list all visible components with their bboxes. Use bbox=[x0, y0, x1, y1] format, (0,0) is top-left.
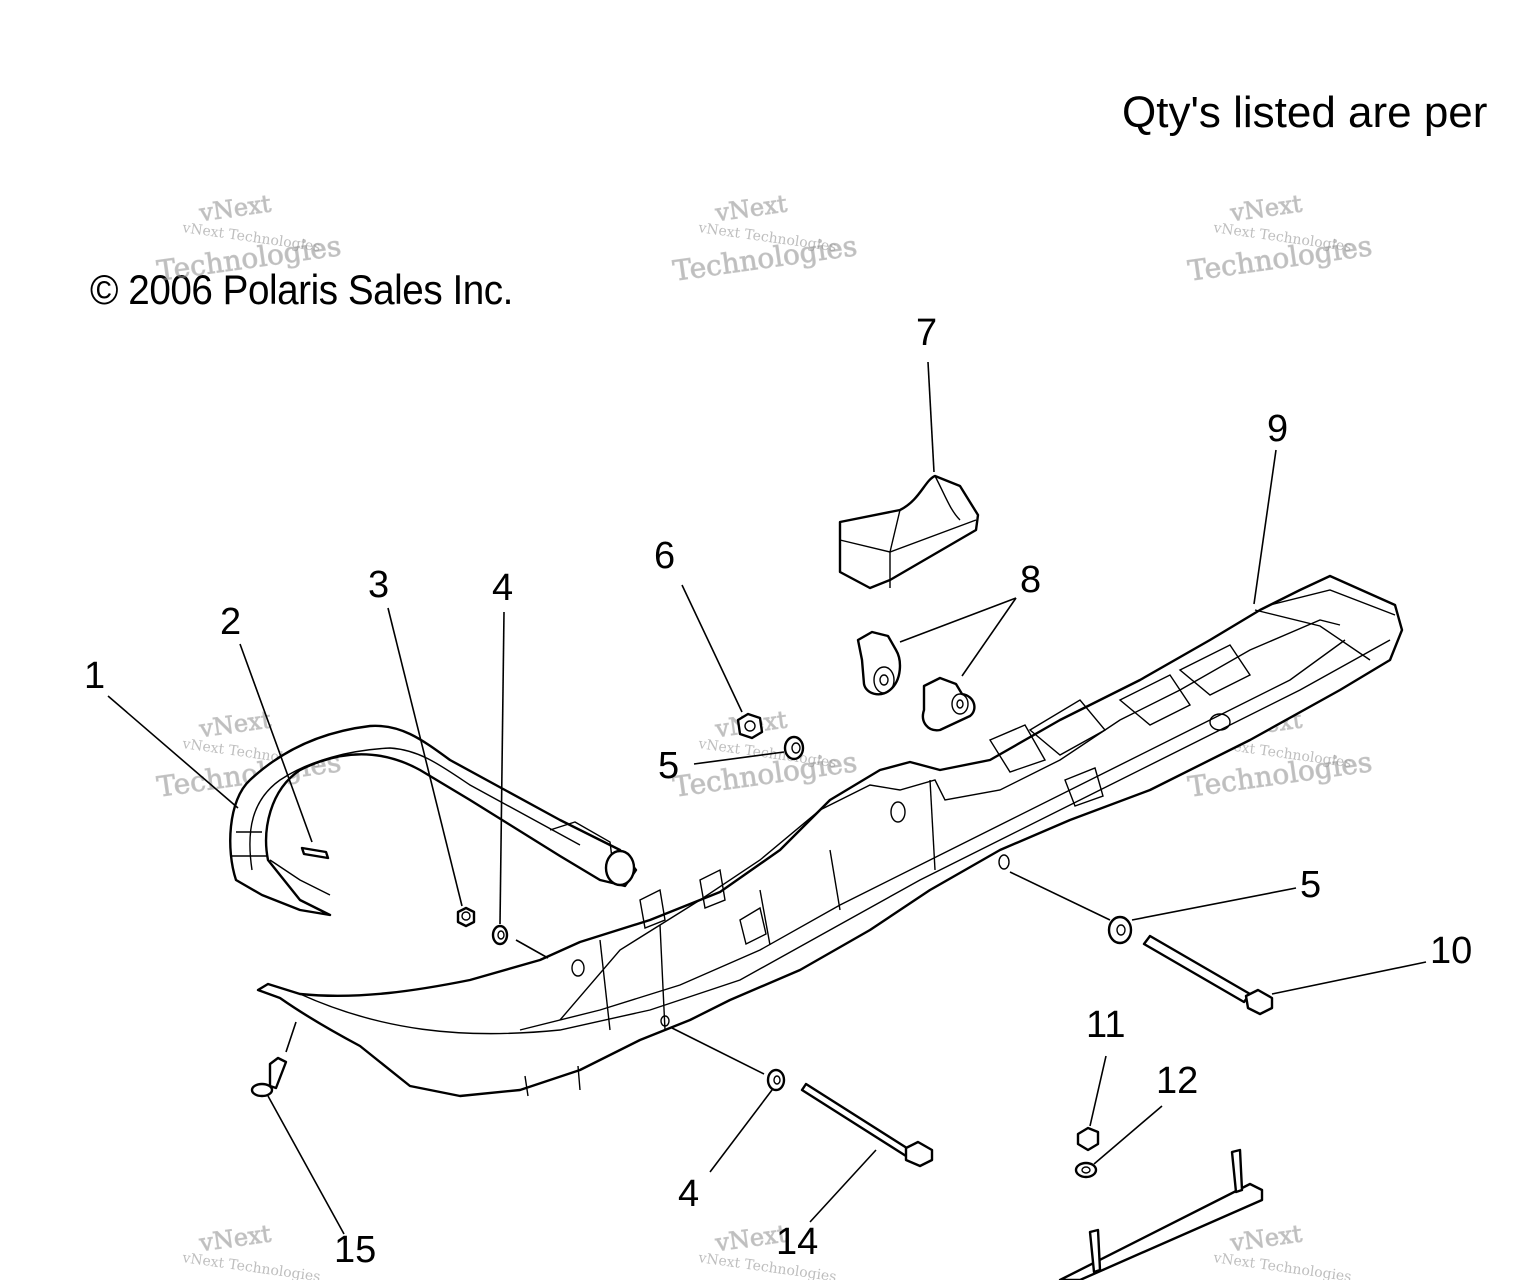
watermark-outline: vNext bbox=[197, 189, 273, 227]
screw-part-15 bbox=[250, 1056, 288, 1098]
callout-12: 12 bbox=[1156, 1060, 1198, 1102]
ski-saddle bbox=[838, 474, 980, 590]
qty-note: Qty's listed are per bbox=[1122, 88, 1488, 137]
washer-part-12 bbox=[1074, 1161, 1098, 1179]
watermark-outline: vNext bbox=[1228, 1219, 1304, 1257]
copyright-notice: © 2006 Polaris Sales Inc. bbox=[90, 266, 513, 313]
washer-part-4-lower bbox=[766, 1068, 786, 1092]
bushing-upper bbox=[856, 630, 902, 696]
watermark-outline: vNext bbox=[1228, 189, 1304, 227]
leader-lines bbox=[107, 361, 1427, 1235]
callout-5-upper: 5 bbox=[658, 745, 679, 787]
callout-8: 8 bbox=[1020, 559, 1041, 601]
ski-loop bbox=[229, 724, 638, 917]
loop-clip bbox=[300, 846, 330, 860]
nut-part-3 bbox=[456, 906, 476, 928]
callout-9: 9 bbox=[1267, 408, 1288, 450]
callout-11: 11 bbox=[1086, 1004, 1125, 1046]
callout-14: 14 bbox=[776, 1221, 818, 1263]
callout-3: 3 bbox=[368, 564, 389, 606]
bolt-part-14 bbox=[800, 1082, 934, 1168]
callout-4-upper: 4 bbox=[492, 567, 513, 609]
watermark-outline: vNext bbox=[197, 705, 273, 743]
callout-5-lower: 5 bbox=[1300, 864, 1321, 906]
washer-part-4-upper bbox=[491, 924, 509, 946]
watermark-outline: vNext bbox=[713, 189, 789, 227]
bushing-lower bbox=[921, 676, 976, 732]
washer-part-5-upper bbox=[783, 735, 805, 761]
callout-1: 1 bbox=[84, 655, 105, 697]
wear-bar bbox=[1058, 1148, 1264, 1280]
ski-body bbox=[256, 574, 1404, 1098]
callout-7: 7 bbox=[916, 312, 937, 354]
callout-labels: 1 2 3 4 4 5 5 6 7 8 9 10 11 12 14 15 bbox=[84, 312, 1472, 1271]
nut-part-11 bbox=[1076, 1126, 1100, 1152]
bolt-part-10 bbox=[1142, 934, 1274, 1016]
callout-10: 10 bbox=[1430, 930, 1472, 972]
washer-part-5-lower bbox=[1107, 915, 1133, 945]
callout-6: 6 bbox=[654, 535, 675, 577]
nut-part-6 bbox=[736, 712, 764, 740]
callout-15: 15 bbox=[334, 1229, 376, 1271]
watermark-outline: vNext bbox=[197, 1219, 273, 1257]
callout-2: 2 bbox=[220, 601, 241, 643]
callout-4-lower: 4 bbox=[678, 1173, 699, 1215]
